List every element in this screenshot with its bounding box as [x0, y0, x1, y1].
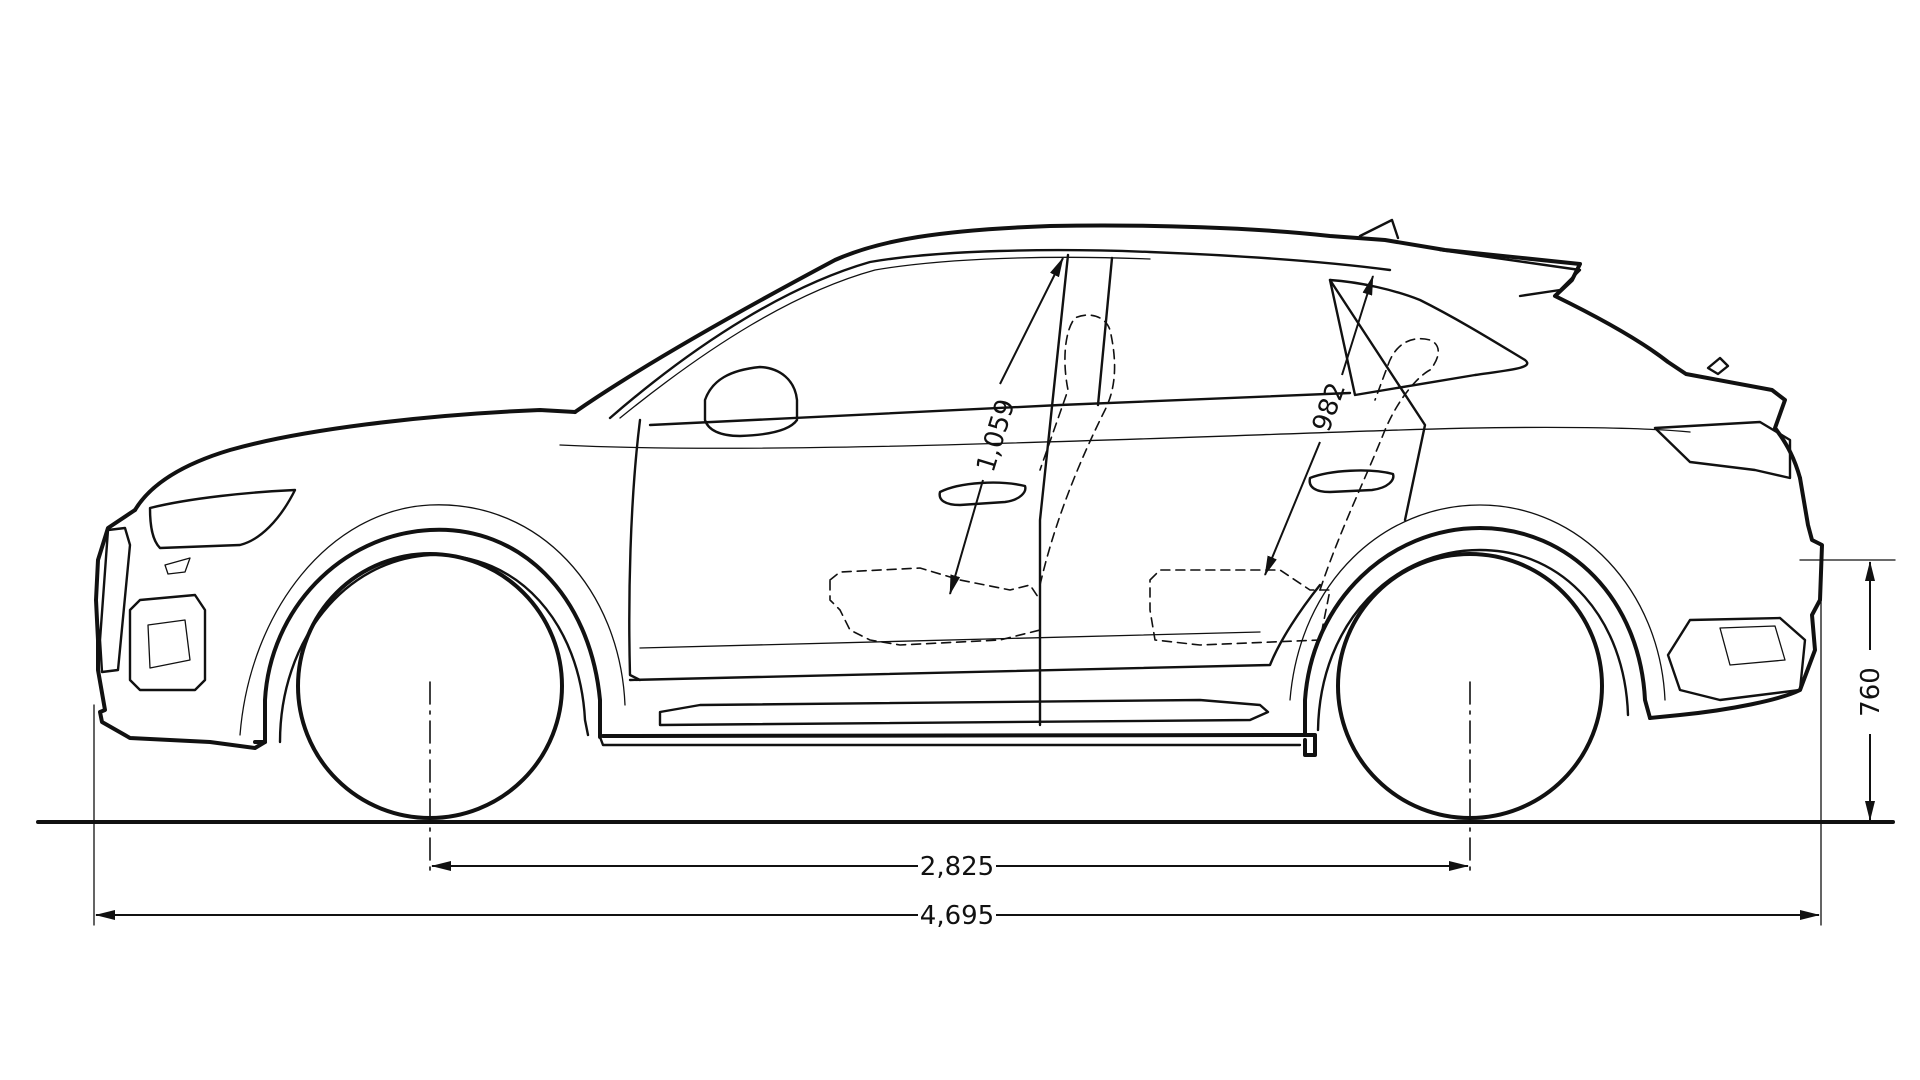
- front-grille: [98, 526, 132, 674]
- front-seat-back: [1039, 314, 1116, 586]
- window-frame-top: [608, 248, 1392, 420]
- front-door-handle: [938, 481, 1027, 507]
- character-line: [559, 426, 1691, 449]
- rear-wheel-arch: [1303, 526, 1652, 737]
- rear-wheel-arch-inner: [1316, 548, 1630, 732]
- tail-light: [1653, 420, 1792, 480]
- sill-line: [601, 733, 1317, 757]
- roof-outline: [573, 223, 1802, 480]
- door-lower-line: [628, 583, 1322, 682]
- side-mirror: [703, 365, 799, 438]
- front-intake-inner: [147, 619, 191, 669]
- rear-height-value: 760: [1856, 667, 1886, 717]
- rear-bumper: [1648, 476, 1824, 720]
- door-crease: [639, 631, 1261, 649]
- front-wheel-arch: [253, 527, 602, 744]
- wheelbase-dimension: 2,825: [431, 850, 1469, 882]
- front-bumper: [94, 508, 267, 750]
- height-dimension: 760: [1856, 561, 1886, 821]
- rear-headroom-value: 982: [1307, 379, 1352, 436]
- headlight: [148, 488, 297, 550]
- car-body: [94, 223, 1824, 757]
- roof-antenna: [1358, 218, 1400, 240]
- window-belt-line: [648, 391, 1352, 427]
- rear-seat: [1149, 569, 1331, 646]
- roof-spoiler: [1438, 248, 1582, 298]
- side-sill-molding: [658, 698, 1270, 727]
- rear-diffuser-inner: [1719, 625, 1786, 666]
- rear-seat-back: [1319, 338, 1440, 591]
- rear-wheel-arch-outer: [1289, 504, 1666, 701]
- front-headroom-dimension: 1,059: [949, 257, 1064, 595]
- wheelbase-value: 2,825: [920, 852, 994, 882]
- front-wheel-arch-inner: [278, 553, 590, 744]
- b-pillar-2: [1096, 256, 1114, 407]
- front-seat: [829, 567, 1041, 646]
- window-frame-line: [619, 256, 1151, 419]
- sill-lower: [598, 735, 1302, 747]
- seats: [829, 314, 1440, 646]
- c-pillar: [1328, 278, 1529, 397]
- rear-diffuser: [1666, 616, 1807, 702]
- c-pillar-line: [1328, 278, 1427, 522]
- b-pillar: [1038, 253, 1070, 727]
- front-door-line: [628, 418, 642, 682]
- overall-length-value: 4,695: [920, 901, 994, 931]
- front-marker: [164, 557, 191, 575]
- length-dimension: 4,695: [95, 901, 1820, 931]
- front-wheel-arch-outer: [239, 504, 626, 736]
- rear-door-handle: [1308, 469, 1395, 494]
- body-details: [98, 218, 1807, 727]
- front-headroom-value: 1,059: [971, 396, 1021, 476]
- front-air-intake: [128, 593, 207, 692]
- rear-wiper: [1706, 356, 1730, 376]
- hood-outline: [133, 408, 577, 512]
